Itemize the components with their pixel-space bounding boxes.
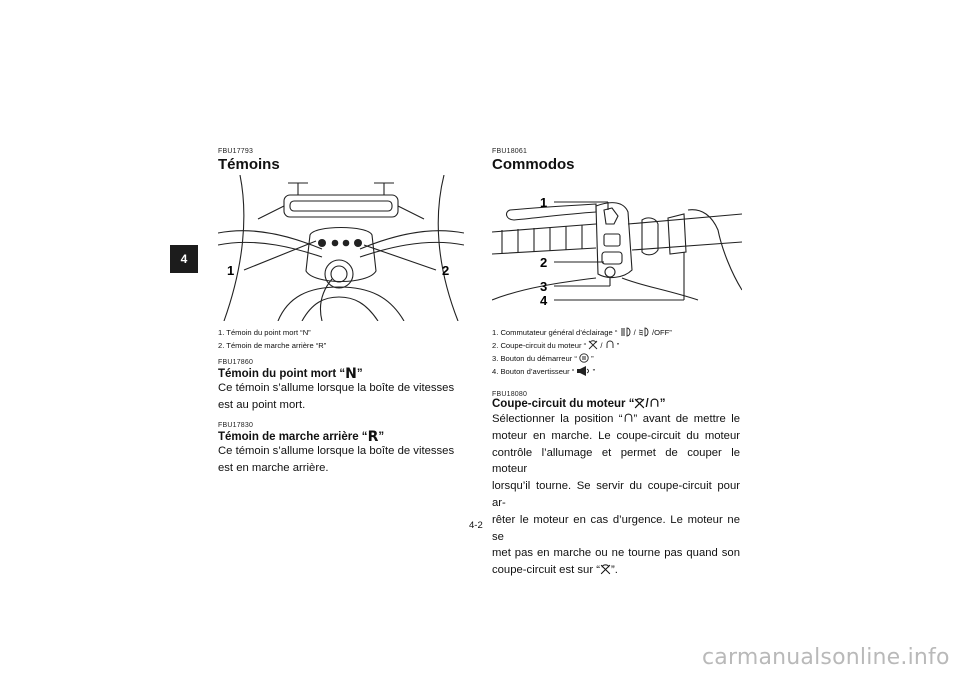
body-line: contrôle l’allumage et permet de couper …	[492, 446, 740, 476]
reverse-glyph: R	[367, 429, 379, 445]
indicator-lights-figure: 1 2	[218, 175, 464, 321]
engine-run-icon	[624, 413, 632, 422]
figure-callout-4: 4	[540, 293, 548, 308]
body-text: ” avant de mettre le	[633, 413, 740, 425]
caption-text: /OFF”	[652, 328, 672, 337]
section-code: FBU17860	[218, 359, 254, 366]
body-text: Sélectionner la position “	[492, 413, 623, 425]
heading-text: Coupe-circuit du moteur “	[492, 398, 635, 410]
neutral-glyph: N	[345, 366, 357, 382]
handlebar-switches-figure: 1 2 3 4	[492, 195, 742, 308]
caption-text: /	[633, 328, 636, 337]
section-title-commodos: Commodos	[492, 156, 575, 173]
headlight-icon	[620, 327, 630, 337]
engine-stop-body: Sélectionner la position “ ” avant de met…	[492, 411, 740, 579]
chapter-tab: 4	[170, 245, 198, 273]
caption-text: ”	[616, 341, 620, 350]
caption-item: 1. Témoin du point mort “N”	[218, 328, 311, 337]
body-line: moteur en marche. Le coupe-circuit du mo…	[492, 429, 740, 442]
reverse-light-body: Ce témoin s’allume lorsque la boîte de v…	[218, 445, 455, 474]
caption-item: 3. Bouton du démarreur “ ”	[492, 352, 672, 365]
engine-run-icon	[650, 398, 659, 407]
engine-off-icon	[600, 564, 611, 575]
body-line: rêter le moteur en cas d’urgence. Le mot…	[492, 513, 740, 543]
caption-item: 2. Coupe-circuit du moteur “ / ”	[492, 339, 672, 352]
caption-item: 4. Bouton d’avertisseur “ ”	[492, 365, 672, 378]
caption-text: ”	[591, 354, 594, 363]
engine-off-icon	[588, 340, 598, 350]
starter-icon	[579, 353, 589, 363]
heading-text: Témoin de marche arrière “	[218, 431, 368, 443]
figure-callout-1: 1	[540, 195, 547, 210]
neutral-light-heading: Témoin du point mort “N”	[218, 366, 363, 382]
heading-text: ”	[356, 368, 363, 380]
caption-text: ”	[592, 367, 596, 376]
caption-text: 4. Bouton d’avertisseur “	[492, 367, 575, 376]
body-line: met pas en marche ou ne tourne pas quand…	[492, 547, 740, 560]
engine-run-icon	[606, 340, 614, 348]
figure-callout-1: 1	[227, 263, 234, 278]
caption-text: 1. Commutateur général d’éclairage “	[492, 328, 618, 337]
section-code: FBU17793	[218, 148, 254, 155]
body-text: ”.	[610, 564, 618, 577]
body-line: coupe-circuit est sur “ ”.	[492, 562, 740, 579]
headlight-low-icon	[638, 327, 649, 337]
horn-icon	[577, 366, 590, 376]
watermark: carmanualsonline.info	[702, 645, 950, 670]
section-code: FBU18080	[492, 391, 528, 398]
figure-callout-2: 2	[442, 263, 449, 278]
body-line: Sélectionner la position “ ” avant de met…	[492, 411, 740, 428]
caption-text: /	[600, 341, 603, 350]
section-code: FBU17830	[218, 422, 254, 429]
heading-text: ”	[659, 398, 666, 410]
reverse-light-heading: Témoin de marche arrière “R”	[218, 429, 384, 445]
engine-stop-heading: Coupe-circuit du moteur “ / ”	[492, 398, 665, 410]
section-code: FBU18061	[492, 148, 528, 155]
figure-captions: 1. Témoin du point mort “N” 2. Témoin de…	[218, 326, 326, 352]
section-title-temoins: Témoins	[218, 156, 280, 173]
caption-text: 3. Bouton du démarreur “	[492, 354, 577, 363]
figure-callout-2: 2	[540, 255, 547, 270]
caption-item: 2. Témoin de marche arrière “R”	[218, 341, 327, 350]
body-line: lorsqu’il tourne. Se servir du coupe-cir…	[492, 480, 740, 509]
figure-captions: 1. Commutateur général d’éclairage “ / /…	[492, 326, 672, 378]
caption-item: 1. Commutateur général d’éclairage “ / /…	[492, 326, 672, 339]
engine-off-icon	[635, 398, 645, 409]
neutral-light-body: Ce témoin s’allume lorsque la boîte de v…	[218, 382, 455, 411]
heading-text: Témoin du point mort “	[218, 368, 346, 380]
page-number: 4-2	[469, 520, 483, 531]
heading-text: ”	[378, 431, 385, 443]
caption-text: 2. Coupe-circuit du moteur “	[492, 341, 587, 350]
body-text: coupe-circuit est sur “	[492, 564, 600, 577]
figure-callout-3: 3	[540, 279, 547, 294]
heading-text: /	[645, 398, 649, 410]
